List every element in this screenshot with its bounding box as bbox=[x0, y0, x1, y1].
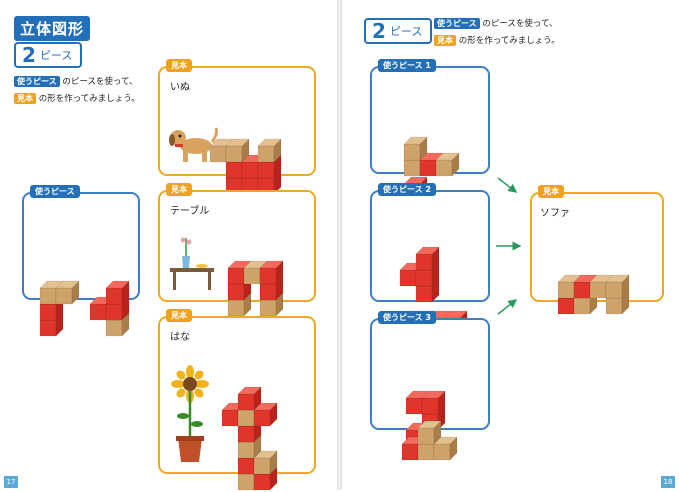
use-label-text: 使うピース bbox=[383, 61, 423, 70]
use-label-number: 3 bbox=[425, 313, 431, 322]
model-label: 見本 bbox=[166, 309, 192, 322]
page-number-right: 18 bbox=[661, 476, 675, 488]
use-pieces-label: 使うピース 1 bbox=[378, 59, 436, 72]
use-label-number: 1 bbox=[425, 61, 431, 70]
section-title: 立体図形 bbox=[14, 16, 91, 41]
inst-tag-model: 見本 bbox=[434, 35, 456, 46]
page-number-left: 17 bbox=[4, 476, 18, 488]
arrow-icon bbox=[497, 177, 518, 193]
model-label: 見本 bbox=[166, 59, 192, 72]
model-box-dog: 見本 いぬ bbox=[158, 59, 316, 195]
model-label: 見本 bbox=[538, 185, 564, 198]
use-label-text: 使うピース bbox=[383, 185, 423, 194]
piece-3b-cubes bbox=[401, 420, 458, 461]
model-caption-dog: いぬ bbox=[170, 82, 190, 93]
flower-model-cubes bbox=[221, 386, 278, 491]
dog-illustration bbox=[169, 127, 218, 162]
model-caption-flower: はな bbox=[170, 332, 190, 343]
inst-tag-pieces: 使うピース bbox=[14, 76, 60, 87]
sunflower-illustration bbox=[171, 365, 209, 462]
table-model-cubes bbox=[227, 260, 284, 317]
inst-text-2: の形を作ってみましょう。 bbox=[458, 36, 560, 46]
inst-tag-model: 見本 bbox=[14, 93, 36, 104]
use-pieces-label: 使うピース 3 bbox=[378, 311, 436, 324]
use-pieces-label: 使うピース bbox=[30, 185, 80, 198]
piece-count-number: 2 bbox=[372, 19, 386, 43]
instructions: 使うピース のピースを使って、 見本 の形を作ってみましょう。 bbox=[434, 16, 594, 50]
sofa-model-cubes bbox=[557, 274, 630, 315]
piece-count-label: ピース bbox=[389, 25, 423, 38]
arrow-icon bbox=[497, 299, 518, 315]
inst-text-2: の形を作ってみましょう。 bbox=[38, 94, 140, 104]
left-page: 立体図形 2 ピース 使うピース のピースを使って、 見本 の形を作ってみましょ… bbox=[0, 0, 337, 491]
use-label-text: 使うピース bbox=[383, 313, 423, 322]
dog-model-cubes bbox=[209, 138, 282, 195]
table-illustration bbox=[170, 237, 214, 290]
model-caption-sofa: ソファ bbox=[540, 208, 570, 219]
right-page: 2 ピース 使うピース のピースを使って、 見本 の形を作ってみましょう。 使う… bbox=[342, 0, 679, 490]
piece-2a-cubes bbox=[399, 246, 440, 303]
inst-text-1: のピースを使って、 bbox=[62, 77, 138, 87]
page-gutter bbox=[337, 0, 342, 490]
use-pieces-box: 使うピース bbox=[22, 185, 140, 337]
piece-count-heading: 2 ピース bbox=[14, 42, 83, 68]
inst-tag-pieces: 使うピース bbox=[434, 18, 480, 29]
model-box-sofa: 見本 ソファ bbox=[530, 185, 664, 315]
use-label-number: 2 bbox=[425, 185, 431, 194]
use-pieces-label: 使うピース 2 bbox=[378, 183, 436, 196]
piece-count-heading: 2 ピース bbox=[364, 18, 433, 44]
instructions: 使うピース のピースを使って、 見本 の形を作ってみましょう。 bbox=[14, 74, 164, 108]
use-pieces-box-1: 使うピース 1 bbox=[370, 59, 490, 217]
piece-count-label: ピース bbox=[39, 49, 73, 62]
use-pieces-box-2: 使うピース 2 bbox=[370, 183, 490, 335]
arrows-group bbox=[496, 177, 522, 315]
piece-a-cubes bbox=[39, 280, 80, 337]
model-caption-table: テーブル bbox=[170, 206, 210, 217]
piece-b-cubes bbox=[89, 280, 130, 337]
inst-text-1: のピースを使って、 bbox=[482, 19, 558, 29]
piece-1a-cubes bbox=[403, 136, 460, 177]
model-box-table: 見本 テーブル bbox=[158, 183, 316, 317]
piece-count-number: 2 bbox=[22, 43, 36, 67]
use-pieces-box-3: 使うピース 3 bbox=[370, 311, 490, 461]
model-box-flower: 見本 はな bbox=[158, 309, 316, 491]
model-label: 見本 bbox=[166, 183, 192, 196]
